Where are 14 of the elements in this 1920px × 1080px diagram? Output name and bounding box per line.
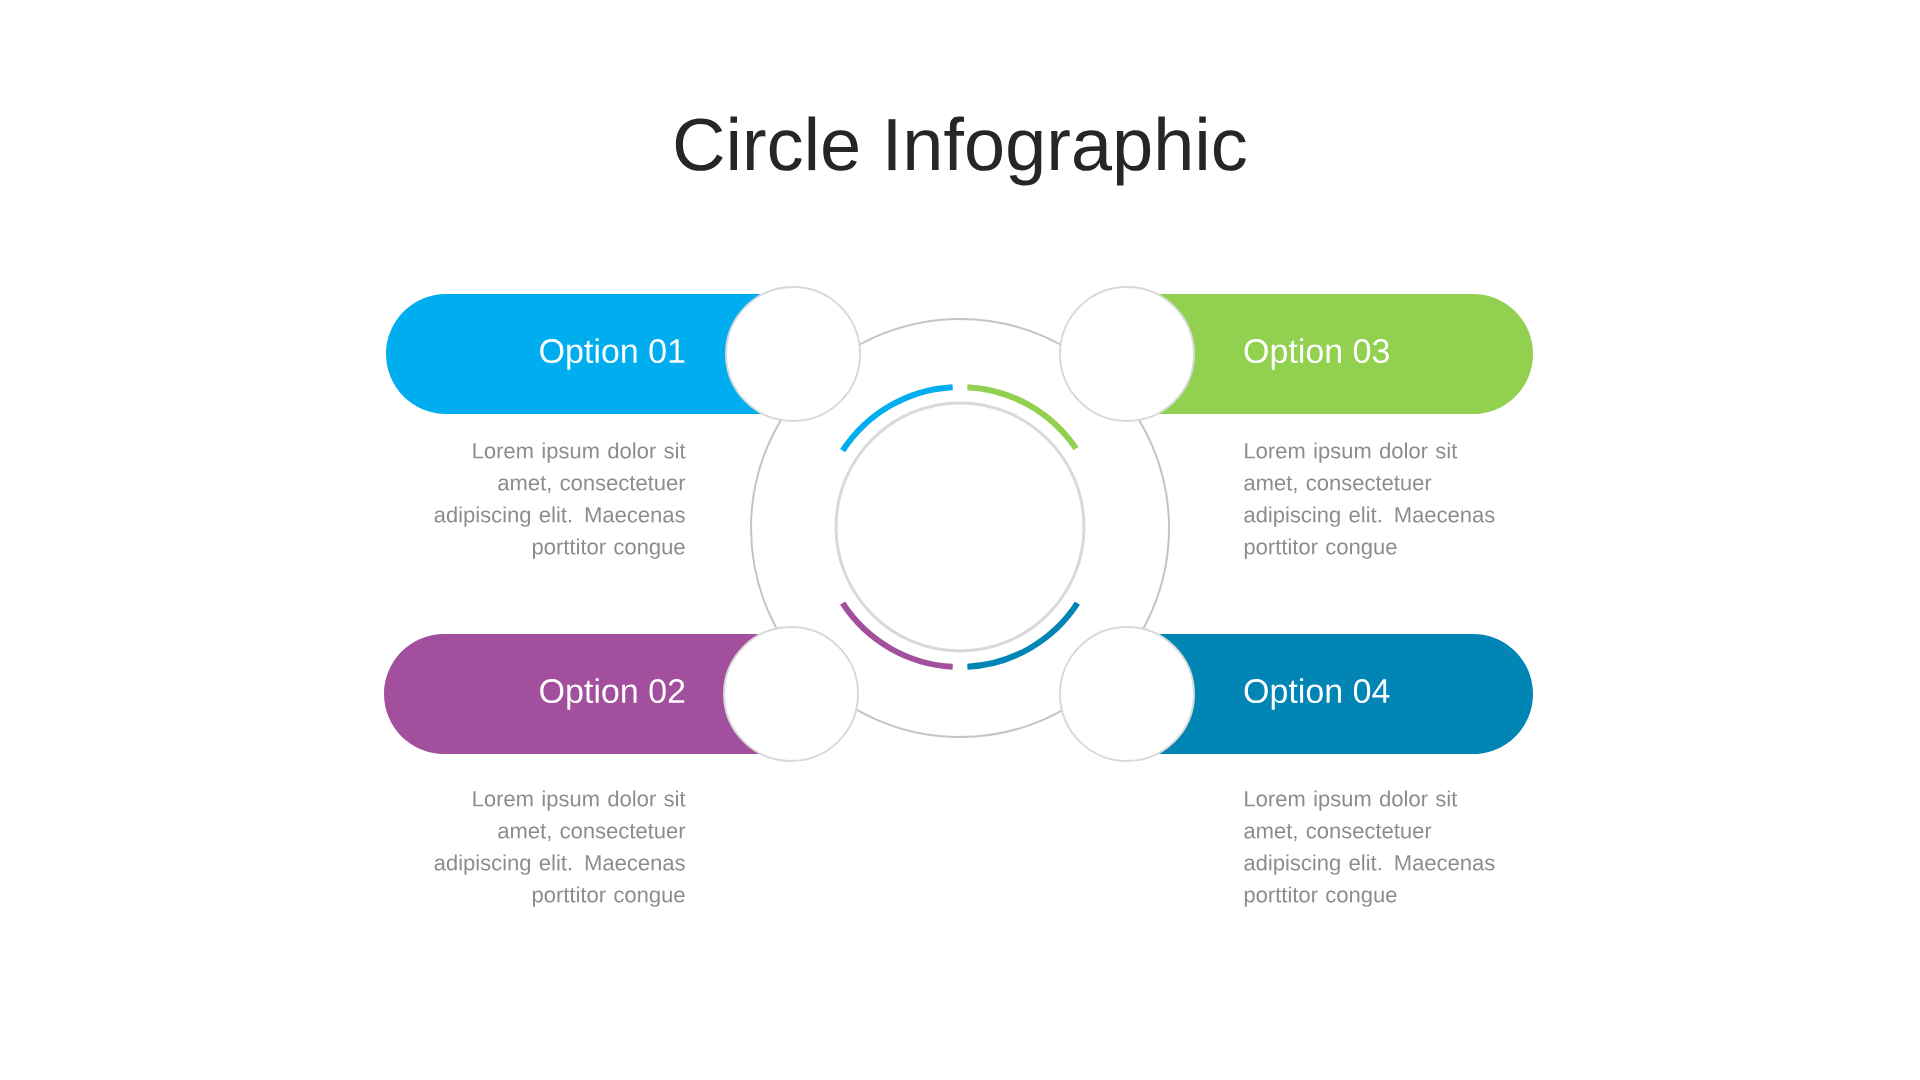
description-text: Lorem ipsum dolor sit amet, consectetuer adipiscing elit. Maecenas porttitor congue — [434, 442, 686, 559]
circle — [1059, 286, 1195, 422]
option-pill: Option 03 — [1156, 294, 1533, 414]
circle — [725, 286, 861, 422]
description-text: Lorem ipsum dolor sit amet, consectetuer adipiscing elit. Maecenas porttitor congue — [1244, 790, 1495, 907]
circle — [1059, 626, 1195, 762]
option-pill: Option 02 — [384, 634, 762, 754]
circle — [723, 626, 859, 762]
title: Circle Infographic — [675, 116, 1246, 186]
description-text: Lorem ipsum dolor sit amet, consectetuer adipiscing elit. Maecenas porttitor congue — [1244, 442, 1495, 559]
option-pill: Option 01 — [386, 294, 764, 414]
circle — [834, 401, 1086, 653]
option-pill: Option 04 — [1156, 634, 1533, 754]
description-text: Lorem ipsum dolor sit amet, consectetuer adipiscing elit. Maecenas porttitor congue — [434, 790, 686, 907]
